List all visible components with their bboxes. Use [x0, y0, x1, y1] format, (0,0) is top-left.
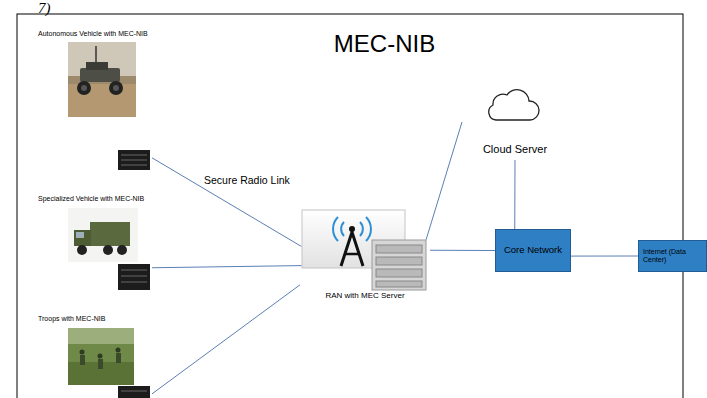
drawing-path: [360, 222, 363, 236]
drawing-circle: [80, 350, 85, 355]
process-box: Core Network: [495, 229, 571, 272]
node-label: Cloud Server: [462, 143, 568, 156]
drawing-rect: [86, 62, 108, 70]
troops-photo: [68, 328, 134, 385]
drawing-rect: [372, 240, 426, 290]
drawing-rect: [76, 232, 84, 238]
radio-link: [152, 285, 300, 394]
drawing-rect: [118, 386, 150, 398]
cloud-icon: [489, 90, 539, 120]
process-box: Internet (Data Center): [638, 240, 707, 272]
drawing-rect: [80, 68, 120, 82]
drawing-path: [366, 217, 371, 241]
radio-link: [514, 160, 515, 229]
frame: [17, 14, 683, 398]
drawing-line: [121, 155, 147, 156]
drawing-path: [341, 222, 344, 236]
node-label: Core Network: [499, 245, 567, 256]
node-label: Autonomous Vehicle with MEC-NIB: [38, 30, 152, 38]
node-label: Troops with MEC-NIB: [38, 315, 152, 323]
drawing-rect: [68, 328, 134, 385]
vehicle-group: Autonomous Vehicle with MEC-NIB: [36, 30, 152, 172]
drawing-rect: [68, 208, 138, 262]
drawing-line: [345, 253, 359, 256]
drawing-circle: [77, 245, 87, 255]
drawing-rect: [80, 355, 85, 365]
drawing-rect: [116, 353, 121, 363]
mec-nib-device: [118, 264, 150, 290]
drawing-circle: [109, 81, 123, 95]
edge-label: Secure Radio Link: [202, 174, 292, 186]
troops-group: Troops with MEC-NIB: [36, 315, 152, 398]
radio-link: [152, 158, 301, 247]
node-label: Specialized Vehicle with MEC-NIB: [38, 195, 152, 203]
drawing-path: [341, 232, 363, 266]
drawing-line: [121, 165, 147, 166]
drawing-rect: [376, 269, 422, 277]
vehicle-photo: [68, 42, 136, 117]
drawing-circle: [116, 348, 121, 353]
drawing-path: [333, 217, 338, 241]
drawing-circle: [113, 85, 119, 91]
drawing-rect: [74, 230, 91, 246]
drawing-line: [121, 391, 147, 392]
mec-nib-device: [118, 150, 150, 170]
figure-number: 7): [38, 0, 51, 17]
drawing-rect: [98, 359, 103, 369]
drawing-rect: [68, 328, 134, 344]
radio-link: [152, 266, 301, 268]
drawing-rect: [376, 245, 422, 253]
drawing-circle: [349, 226, 355, 232]
mec-nib-device: [118, 386, 150, 398]
drawing-rect: [376, 257, 422, 265]
radio-link: [426, 122, 462, 240]
drawing-line: [121, 270, 147, 271]
node-label: RAN with MEC Server: [300, 291, 430, 300]
drawing-circle: [98, 354, 103, 359]
drawing-line: [121, 282, 147, 283]
radio-link: [430, 250, 495, 251]
server-icon: [372, 240, 426, 290]
drawing-circle: [103, 245, 113, 255]
truck-photo: [68, 208, 138, 262]
drawing-rect: [68, 42, 136, 117]
drawing-rect: [90, 222, 130, 246]
drawing-rect: [118, 150, 150, 170]
node-label: Internet (Data Center): [643, 248, 702, 264]
drawing-circle: [81, 85, 87, 91]
cloud-node: Cloud Server: [462, 84, 568, 160]
drawing-line: [121, 160, 147, 161]
vehicle-group: Specialized Vehicle with MEC-NIB: [36, 195, 152, 292]
drawing-rect: [118, 264, 150, 290]
drawing-circle: [77, 81, 91, 95]
drawing-rect: [68, 82, 136, 117]
drawing-rect: [376, 281, 422, 287]
drawing-circle: [117, 245, 127, 255]
drawing-line: [121, 276, 147, 277]
radio-link: [571, 256, 638, 257]
ran-node: RAN with MEC Server: [300, 208, 430, 304]
